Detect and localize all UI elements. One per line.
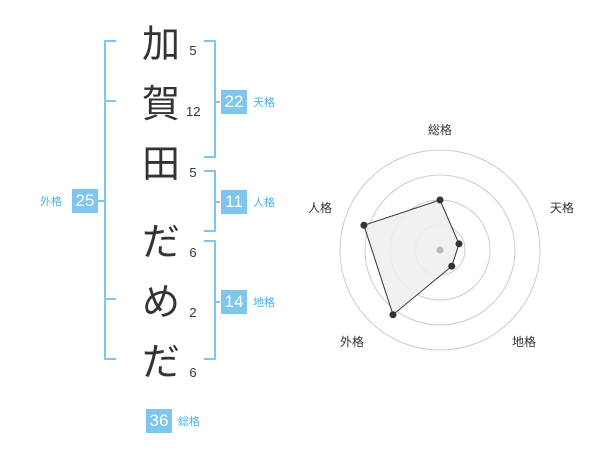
radar-point-0 — [436, 196, 444, 204]
stroke-count-3: 5 — [189, 165, 197, 180]
tenkaku-value: 22 — [221, 90, 247, 114]
name-char-4: だ — [141, 220, 180, 264]
tenkaku-label: 天格 — [253, 96, 275, 109]
radar-label-jinkaku: 人格 — [308, 200, 332, 215]
name-char-5: め — [141, 280, 180, 324]
soukaku-value: 36 — [146, 409, 172, 433]
stroke-count-6: 6 — [189, 365, 197, 380]
jinkaku-label: 人格 — [253, 196, 275, 209]
radar-label-soukaku: 総格 — [428, 122, 452, 137]
stroke-count-5: 2 — [189, 305, 197, 320]
gaikaku-value: 25 — [72, 189, 98, 213]
stroke-count-1: 5 — [189, 43, 197, 58]
radar-point-2 — [448, 262, 456, 270]
name-char-3: 田 — [141, 142, 180, 186]
soukaku-label: 総格 — [178, 415, 200, 428]
radar-point-4 — [360, 221, 368, 229]
chikaku-value: 14 — [221, 290, 247, 314]
name-char-6: だ — [141, 340, 180, 384]
radar-ring — [364, 174, 516, 326]
name-char-1: 加 — [141, 22, 180, 66]
radar-label-gaikaku: 外格 — [340, 334, 364, 349]
chikaku-label: 地格 — [253, 296, 275, 309]
stroke-count-4: 6 — [189, 245, 197, 260]
gaikaku-label: 外格 — [40, 195, 62, 208]
radar-label-chikaku: 地格 — [512, 334, 536, 349]
stroke-count-2: 12 — [186, 104, 201, 119]
name-char-2: 賀 — [141, 82, 180, 126]
radar-center-dot — [436, 246, 444, 254]
radar-points — [360, 196, 463, 319]
radar-ring — [339, 149, 541, 351]
jinkaku-value: 11 — [221, 190, 247, 214]
radar-label-tenkaku: 天格 — [550, 200, 574, 215]
radar-polygon — [363, 199, 460, 316]
radar-point-3 — [389, 311, 397, 319]
radar-point-1 — [455, 240, 463, 248]
